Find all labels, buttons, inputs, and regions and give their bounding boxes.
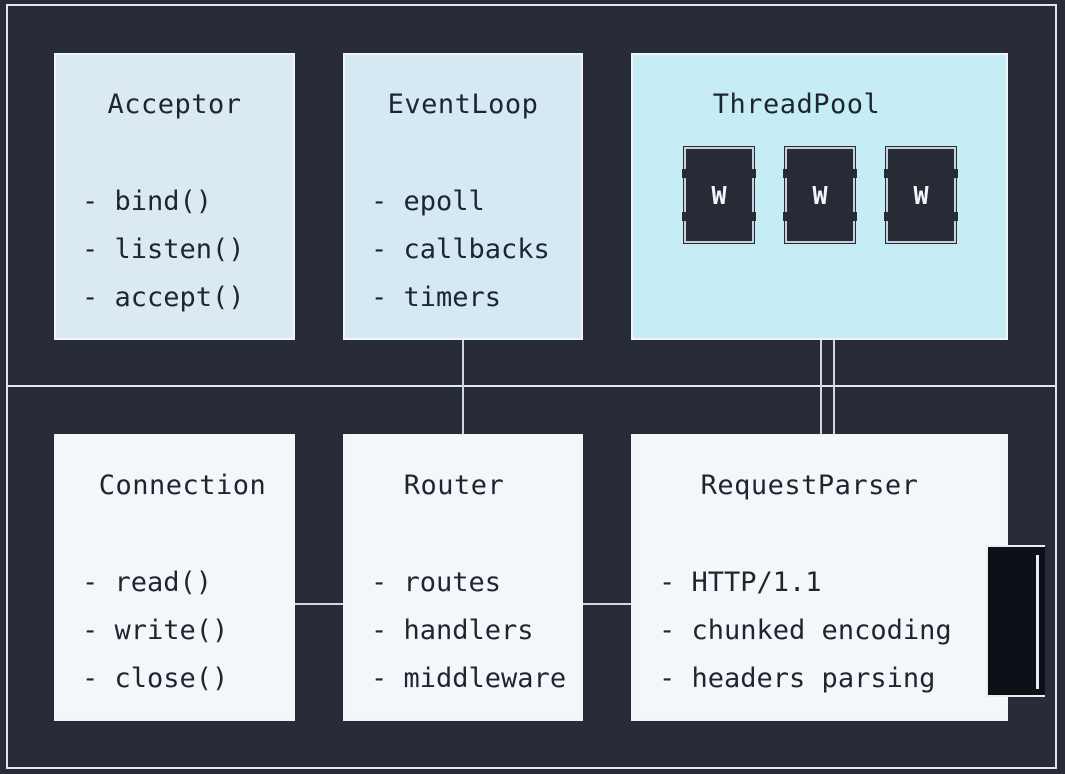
requestparser-box: RequestParser HTTP/1.1 chunked encoding … [631,434,1008,721]
connector-router-requestparser [582,603,632,605]
acceptor-title: Acceptor [107,89,242,120]
list-item: handlers [371,607,566,655]
list-item: routes [371,559,566,607]
list-item: bind() [82,178,245,226]
frame-bottom-border [6,767,1057,769]
threadpool-box: ThreadPool W W W [631,53,1008,340]
list-item: headers parsing [659,655,952,703]
connector-eventloop-router [462,340,464,434]
worker-thread: W [783,146,857,244]
worker-thread: W [682,146,756,244]
side-bracket-inner-line [1036,555,1039,689]
acceptor-box: Acceptor bind() listen() accept() [54,53,295,340]
frame-top-border [6,4,1056,6]
eventloop-title: EventLoop [387,89,539,120]
list-item: HTTP/1.1 [659,559,952,607]
list-item: write() [82,607,229,655]
list-item: timers [371,274,550,322]
requestparser-title: RequestParser [700,470,919,501]
router-feature-list: routes handlers middleware [371,559,567,703]
acceptor-method-list: bind() listen() accept() [82,178,245,322]
list-item: accept() [82,274,245,322]
connection-box: Connection read() write() close() [54,434,295,721]
eventloop-feature-list: epoll callbacks timers [371,178,550,322]
list-item: read() [82,559,228,607]
requestparser-feature-list: HTTP/1.1 chunked encoding headers parsin… [659,559,952,703]
worker-label: W [812,180,828,210]
connection-method-list: read() write() close() [82,559,229,703]
list-item: middleware [371,655,567,703]
worker-thread: W [884,146,958,244]
router-box: Router routes handlers middleware [343,434,583,721]
side-bracket-gap [1045,540,1054,702]
router-title: Router [403,470,505,501]
connector-connection-router [294,603,344,605]
connector-threadpool-requestparser-a [820,340,822,434]
worker-label: W [711,180,727,210]
list-item: epoll [371,178,550,226]
list-item: close() [82,655,229,703]
list-item: listen() [82,226,245,274]
list-item: chunked encoding [659,607,952,655]
connector-threadpool-requestparser-b [833,340,835,434]
eventloop-box: EventLoop epoll callbacks timers [343,53,583,340]
connection-title: Connection [98,470,267,501]
worker-label: W [913,180,929,210]
layer-divider [6,385,1057,387]
list-item: callbacks [371,226,550,274]
threadpool-title: ThreadPool [712,89,881,120]
